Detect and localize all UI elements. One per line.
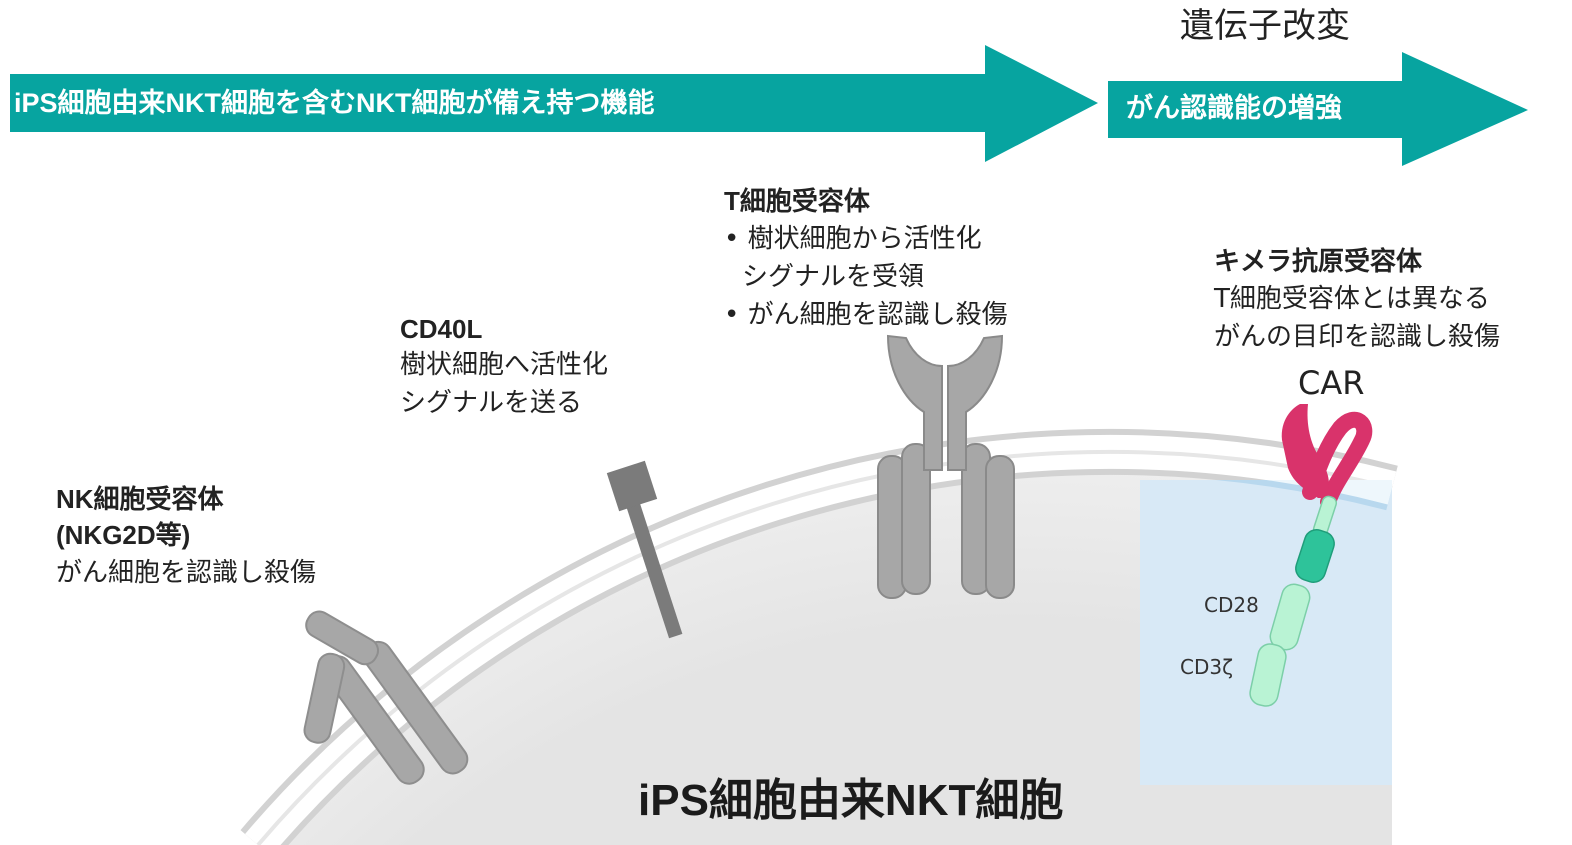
cd40l-desc-2: シグナルを送る (400, 388, 583, 418)
car-domain-cd3z: CD3ζ (1180, 655, 1233, 679)
car-arrow (1108, 52, 1528, 166)
nk-receptor-title-2: (NKG2D等) (56, 520, 191, 550)
tcr-bullet-2: • がん細胞を認識し殺傷 (724, 300, 1008, 330)
cd40l-shape (606, 460, 683, 639)
modification-label: 遺伝子改変 (1180, 6, 1350, 46)
main-arrow-label: iPS細胞由来NKT細胞を含むNKT細胞が備え持つ機能 (14, 88, 655, 118)
cell-label: iPS細胞由来NKT細胞 (638, 776, 1064, 825)
nk-receptor-title-1: NK細胞受容体 (56, 484, 224, 514)
tcr-bullet-1-line-2: シグナルを受領 (742, 262, 925, 292)
car-desc-1: T細胞受容体とは異なる (1214, 284, 1490, 314)
nk-receptor-desc: がん細胞を認識し殺傷 (56, 558, 317, 588)
cd40l-desc-1: 樹状細胞へ活性化 (400, 350, 609, 380)
main-arrow (10, 45, 1098, 162)
cd40l-title: CD40L (400, 314, 483, 344)
car-highlight-panel (1140, 480, 1392, 785)
car-arrow-label: がん認識能の増強 (1126, 93, 1342, 123)
tcr-bullet-1-line-1: • 樹状細胞から活性化 (724, 224, 982, 254)
car-domain-cd28: CD28 (1204, 593, 1259, 617)
nk-receptor-shape (303, 610, 469, 785)
car-shape (1249, 404, 1373, 707)
car-abbr: CAR (1298, 364, 1365, 402)
car-desc-2: がんの目印を認識し殺傷 (1214, 322, 1501, 352)
tcr-shape (877, 334, 1015, 599)
tcr-title: T細胞受容体 (724, 186, 870, 216)
car-title: キメラ抗原受容体 (1214, 246, 1423, 276)
cell-body (240, 428, 1398, 845)
